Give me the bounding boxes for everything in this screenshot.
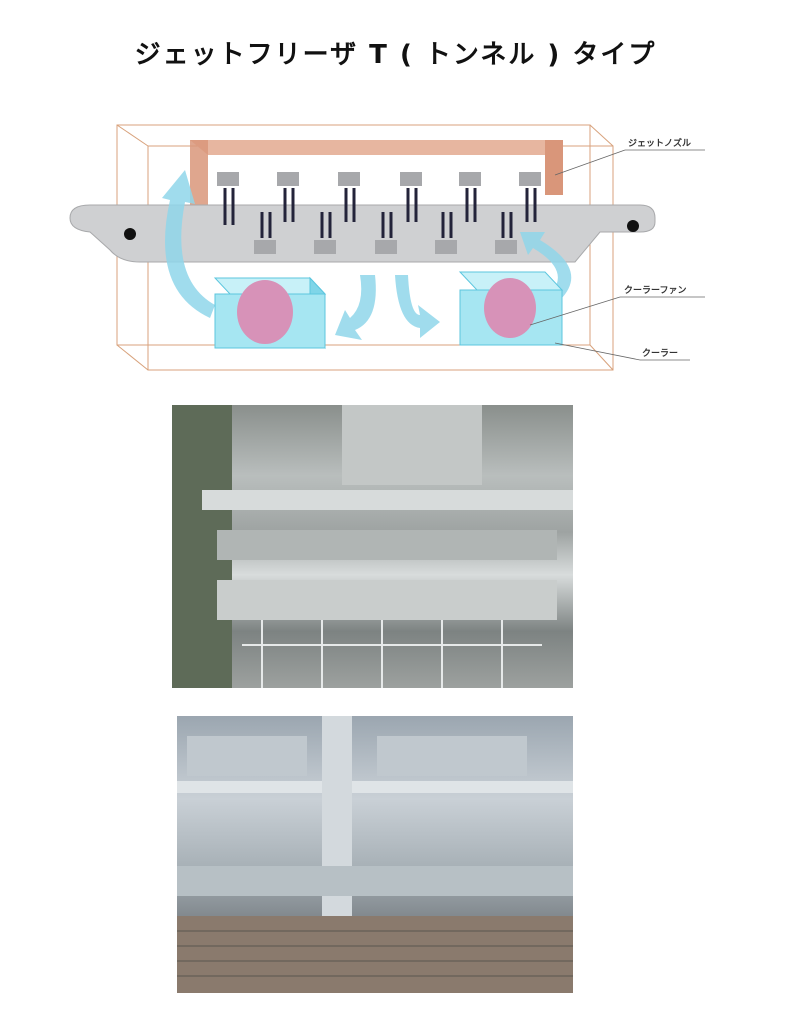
conveyor-belt: [69, 204, 656, 263]
fan-icon: [484, 278, 536, 338]
jet-nozzle-label: ジェットノズル: [628, 137, 691, 149]
airflow-arrows: [162, 170, 572, 340]
belt-roller: [124, 228, 136, 240]
belt-roller: [627, 220, 639, 232]
jet-freezer-diagram: ジェットノズル クーラーファン クーラー: [69, 124, 705, 371]
freezer-exterior-photo: [172, 405, 573, 688]
fan-icon: [237, 280, 293, 344]
cooler-left: [213, 276, 327, 350]
jet-arrows: [223, 188, 537, 238]
lower-nozzles: [254, 240, 517, 254]
page-title: ジェットフリーザ T ( トンネル ) タイプ: [134, 40, 657, 70]
freezer-interior-photo: [177, 716, 573, 993]
cooler-fan-label: クーラーファン: [624, 285, 686, 296]
cooler-label: クーラー: [642, 348, 678, 359]
upper-nozzles: [217, 172, 541, 186]
cooler-right: [458, 271, 564, 346]
